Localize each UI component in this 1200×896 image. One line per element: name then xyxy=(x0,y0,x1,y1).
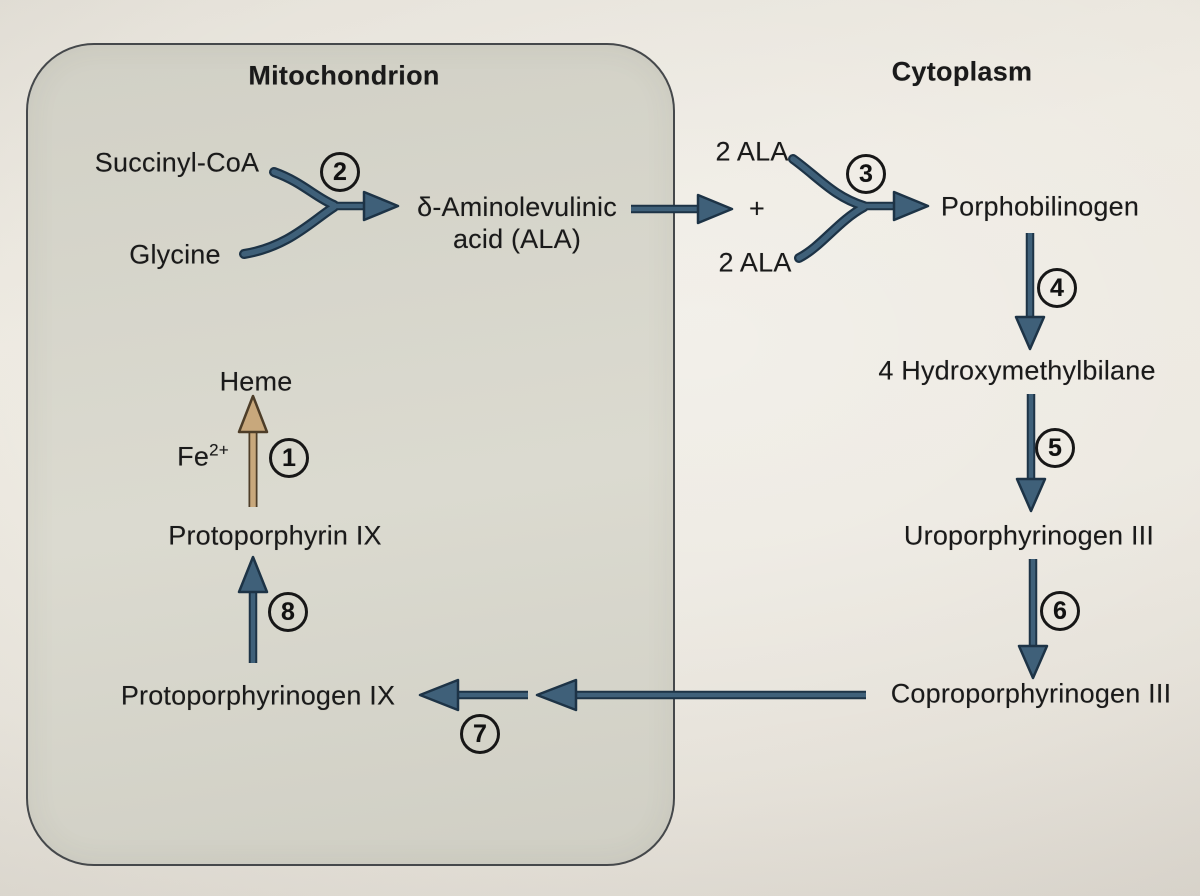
cytoplasm-title: Cytoplasm xyxy=(891,56,1033,87)
step-circle-5: 5 xyxy=(1035,428,1075,468)
metabolite-succinyl-coa: Succinyl-CoA xyxy=(94,147,260,178)
arrowhead xyxy=(1014,315,1046,351)
arrowhead xyxy=(696,193,734,225)
plus-sign: + xyxy=(749,193,765,224)
step-circle-6: 6 xyxy=(1040,591,1080,631)
metabolite-hydroxymethylbilane: 4 Hydroxymethylbilane xyxy=(878,355,1156,386)
arrowhead xyxy=(1017,644,1049,680)
ala-line1: δ-Aminolevulinic xyxy=(417,192,617,222)
metabolite-2ala-top: 2 ALA xyxy=(715,136,789,167)
metabolite-ala: δ-Aminolevulinic acid (ALA) xyxy=(417,191,617,255)
fe-symbol: Fe xyxy=(177,441,210,472)
metabolite-2ala-bottom: 2 ALA xyxy=(718,247,792,278)
metabolite-porphobilinogen: Porphobilinogen xyxy=(940,191,1140,222)
metabolite-heme: Heme xyxy=(219,366,293,397)
metabolite-glycine: Glycine xyxy=(129,239,221,270)
metabolite-protoporphyrin-ix: Protoporphyrin IX xyxy=(168,520,382,551)
metabolite-coproporphyrinogen-iii: Coproporphyrinogen III xyxy=(890,678,1172,709)
mitochondrion-title: Mitochondrion xyxy=(248,60,440,91)
metabolite-uroporphyrinogen-iii: Uroporphyrinogen III xyxy=(903,520,1155,551)
step-circle-8: 8 xyxy=(268,592,308,632)
arrowhead xyxy=(1015,477,1047,513)
step-circle-3: 3 xyxy=(846,154,886,194)
cofactor-fe2plus: Fe2+ xyxy=(177,442,229,473)
step-circle-7: 7 xyxy=(460,714,500,754)
metabolite-protoporphyrinogen-ix: Protoporphyrinogen IX xyxy=(120,680,396,711)
ala-line2: acid (ALA) xyxy=(452,224,582,254)
step-circle-4: 4 xyxy=(1037,268,1077,308)
step-circle-1: 1 xyxy=(269,438,309,478)
fe-charge: 2+ xyxy=(209,440,229,460)
arrowhead xyxy=(892,190,930,222)
step-circle-2: 2 xyxy=(320,152,360,192)
